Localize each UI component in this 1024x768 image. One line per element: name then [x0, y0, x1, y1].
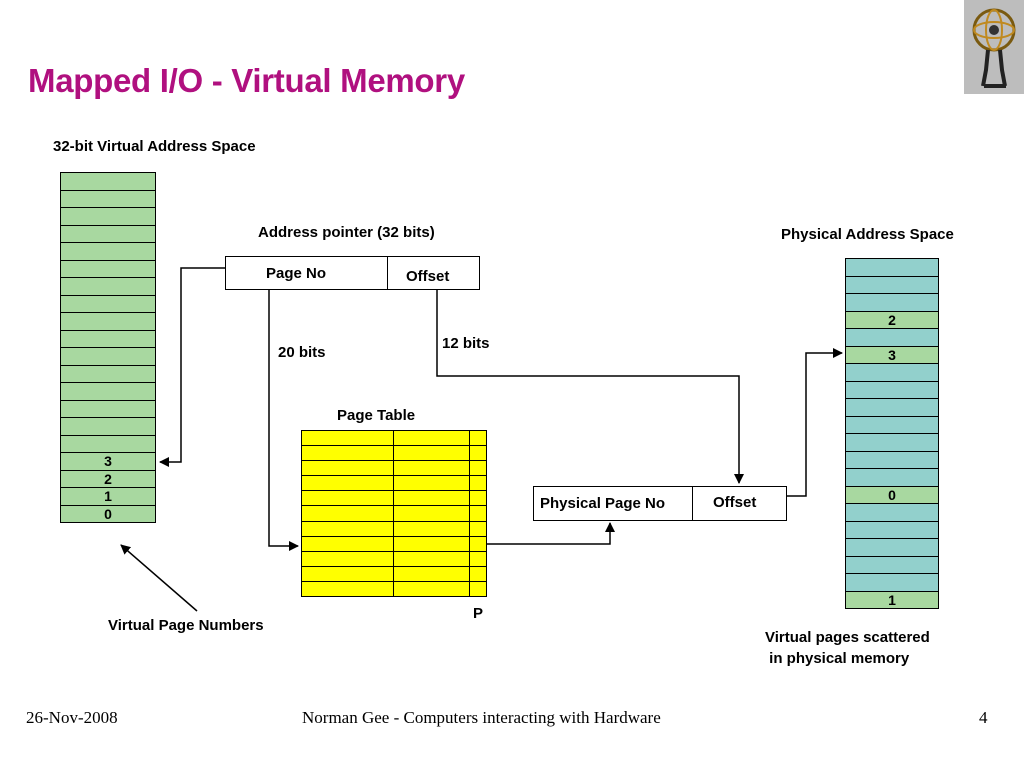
slide-title: Mapped I/O - Virtual Memory [28, 62, 465, 99]
address-pointer-box: Page No Offset [225, 256, 480, 290]
address-pointer-label: Address pointer (32 bits) [258, 224, 435, 241]
page-table-cell [469, 580, 487, 597]
physical-entry-box: Physical Page No Offset [533, 486, 787, 521]
page-table [301, 430, 487, 597]
atlas-logo-icon [964, 0, 1024, 94]
entry-to-physical-arrow [787, 348, 843, 497]
page-table-label: Page Table [337, 407, 416, 424]
offset-field: Offset [406, 268, 450, 285]
physical-page-no-field: Physical Page No [540, 495, 666, 512]
page-no-to-table-arrow [268, 290, 299, 551]
physical-page-row-mapped: 1 [845, 590, 939, 609]
offset-to-entry-arrow [436, 290, 744, 484]
page-number: 4 [979, 708, 988, 727]
offset-bits-label: 12 bits [442, 335, 490, 352]
physical-space-label: Physical Address Space [781, 226, 954, 243]
scattered-note-line1: Virtual pages scattered [765, 629, 930, 646]
footer-center: Norman Gee - Computers interacting with … [302, 708, 661, 727]
table-to-entry-arrow [486, 522, 615, 545]
page-bits-label: 20 bits [278, 344, 326, 361]
footer-date: 26-Nov-2008 [26, 708, 118, 727]
virtual-space-label: 32-bit Virtual Address Space [53, 138, 256, 155]
virtual-page-numbers-pointer [120, 544, 198, 612]
page-no-field: Page No [266, 265, 327, 282]
virtual-page-numbers-note: Virtual Page Numbers [108, 617, 264, 634]
scattered-note-line2: in physical memory [765, 650, 910, 667]
physical-offset-field: Offset [713, 494, 757, 511]
page-no-to-virtual-arrow [159, 267, 225, 467]
virtual-page-row: 0 [60, 504, 156, 523]
page-table-p-label: P [473, 605, 484, 622]
